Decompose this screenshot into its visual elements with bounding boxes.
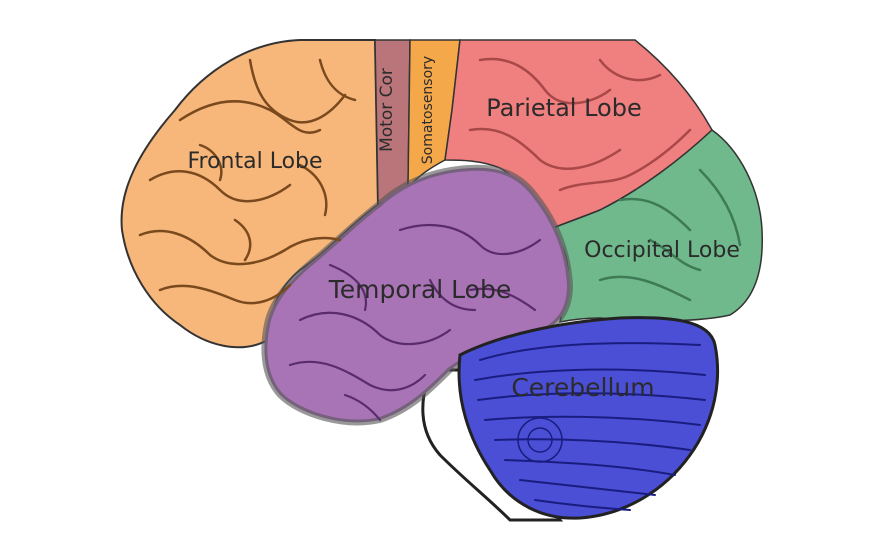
somatosensory-label: Somatosensory (420, 56, 436, 164)
cerebellum-folia (474, 342, 706, 511)
temporal-lobe-label: Temporal Lobe (328, 275, 511, 304)
occipital-lobe-label: Occipital Lobe (584, 238, 740, 263)
parietal-lobe-label: Parietal Lobe (486, 94, 641, 122)
temporal-lobe-region (261, 164, 574, 426)
frontal-lobe-label: Frontal Lobe (187, 149, 322, 174)
occipital-gyri (598, 168, 742, 302)
temporal-gyri (288, 223, 542, 422)
motor-cortex-label: Motor Cor (377, 68, 397, 152)
cerebellum-label: Cerebellum (511, 373, 654, 402)
frontal-gyri (138, 58, 357, 305)
parietal-gyri (468, 57, 692, 192)
